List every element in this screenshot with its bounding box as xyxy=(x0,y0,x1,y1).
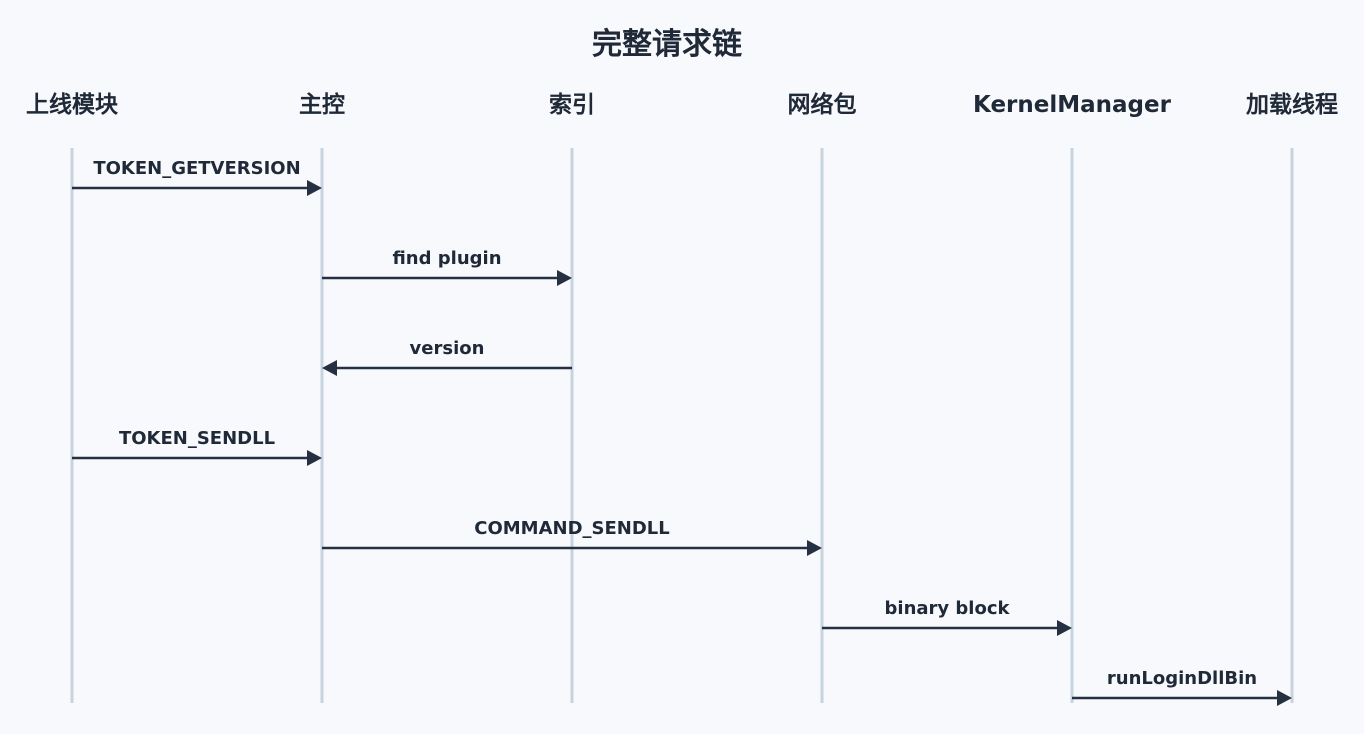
message-7: runLoginDllBin xyxy=(1072,668,1292,706)
participant-index: 索引 xyxy=(549,92,595,118)
participant-kernel-manager: KernelManager xyxy=(973,92,1172,118)
arrowhead-icon xyxy=(1057,620,1072,636)
message-1: TOKEN_GETVERSION xyxy=(72,158,322,196)
participant-net-packet: 网络包 xyxy=(788,91,857,118)
arrowhead-icon xyxy=(807,540,822,556)
message-label: version xyxy=(410,338,485,359)
participant-master: 主控 xyxy=(299,91,345,118)
message-label: find plugin xyxy=(392,248,501,269)
arrowhead-icon xyxy=(1277,690,1292,706)
arrowhead-icon xyxy=(322,360,337,376)
participant-loader-thread: 加载线程 xyxy=(1245,91,1338,118)
message-5: COMMAND_SENDLL xyxy=(322,518,822,556)
message-label: TOKEN_GETVERSION xyxy=(93,158,300,179)
message-3: version xyxy=(322,338,572,376)
message-label: TOKEN_SENDLL xyxy=(119,428,275,449)
arrowhead-icon xyxy=(557,270,572,286)
message-2: find plugin xyxy=(322,248,572,286)
arrowhead-icon xyxy=(307,180,322,196)
message-6: binary block xyxy=(822,598,1072,636)
message-label: COMMAND_SENDLL xyxy=(474,518,669,539)
participant-online-module: 上线模块 xyxy=(26,91,118,118)
message-label: runLoginDllBin xyxy=(1107,668,1257,689)
lifelines xyxy=(70,148,1294,703)
participants: 上线模块 主控 索引 网络包 KernelManager 加载线程 xyxy=(26,91,1338,118)
message-label: binary block xyxy=(885,598,1011,619)
diagram-title: 完整请求链 xyxy=(592,27,742,62)
message-4: TOKEN_SENDLL xyxy=(72,428,322,466)
arrowhead-icon xyxy=(307,450,322,466)
